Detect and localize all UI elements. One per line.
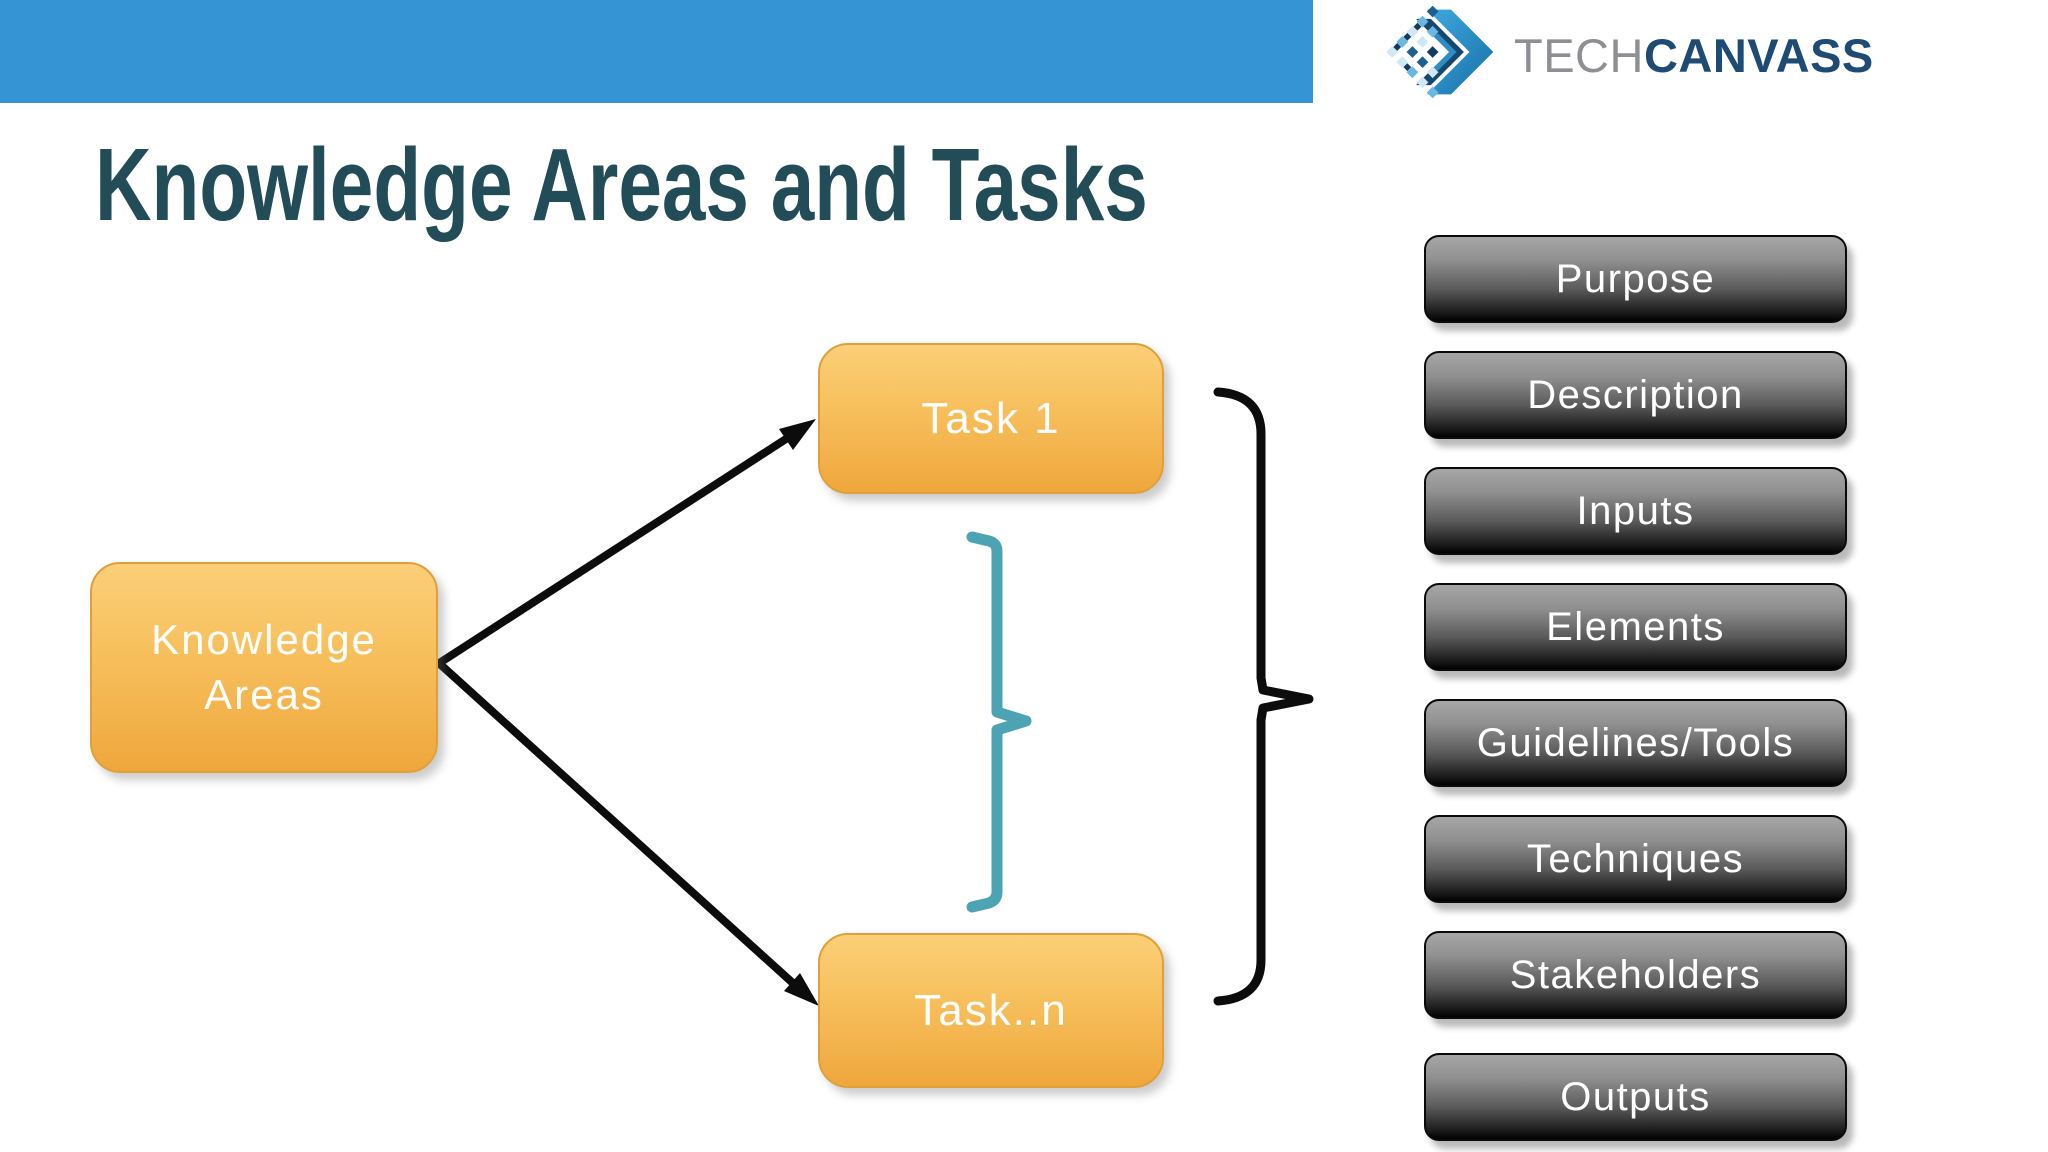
attribute-label: Description <box>1527 372 1744 417</box>
tasks-range-bracket <box>966 531 1032 913</box>
attribute-label: Elements <box>1546 604 1725 649</box>
task-n-label: Task..n <box>914 985 1068 1035</box>
attribute-box-outputs: Outputs <box>1424 1053 1847 1141</box>
task-n-box: Task..n <box>818 933 1164 1088</box>
header-bar <box>0 0 1313 103</box>
techcanvass-logo: TECHCANVASS <box>1382 4 1874 100</box>
attribute-label: Stakeholders <box>1509 952 1762 997</box>
logo-text-canvass: CANVASS <box>1643 28 1874 82</box>
tasks-to-attributes-brace <box>1213 387 1314 1006</box>
techcanvass-logo-icon <box>1386 6 1494 98</box>
attribute-label: Inputs <box>1576 488 1695 533</box>
knowledge-areas-box: Knowledge Areas <box>90 562 438 773</box>
logo-text-tech: TECH <box>1514 28 1644 82</box>
arrow-knowledge-to-task1 <box>437 419 816 666</box>
attribute-box-stakeholders: Stakeholders <box>1424 931 1847 1019</box>
attribute-box-techniques: Techniques <box>1424 815 1847 903</box>
attribute-label: Guidelines/Tools <box>1476 720 1795 765</box>
task-1-box: Task 1 <box>818 343 1164 494</box>
task-1-label: Task 1 <box>921 393 1061 443</box>
attribute-box-elements: Elements <box>1424 583 1847 671</box>
slide-title: Knowledge Areas and Tasks <box>95 127 1148 242</box>
knowledge-areas-label: Knowledge Areas <box>151 615 377 718</box>
attribute-box-purpose: Purpose <box>1424 235 1847 323</box>
attribute-box-inputs: Inputs <box>1424 467 1847 555</box>
attribute-box-description: Description <box>1424 351 1847 439</box>
attribute-box-guidelines-tools: Guidelines/Tools <box>1424 699 1847 787</box>
attribute-label: Techniques <box>1526 836 1745 881</box>
arrow-knowledge-to-taskn <box>437 661 819 1006</box>
attribute-label: Purpose <box>1555 256 1716 301</box>
logo-wordmark: TECHCANVASS <box>1514 26 1874 79</box>
attribute-label: Outputs <box>1560 1074 1711 1119</box>
